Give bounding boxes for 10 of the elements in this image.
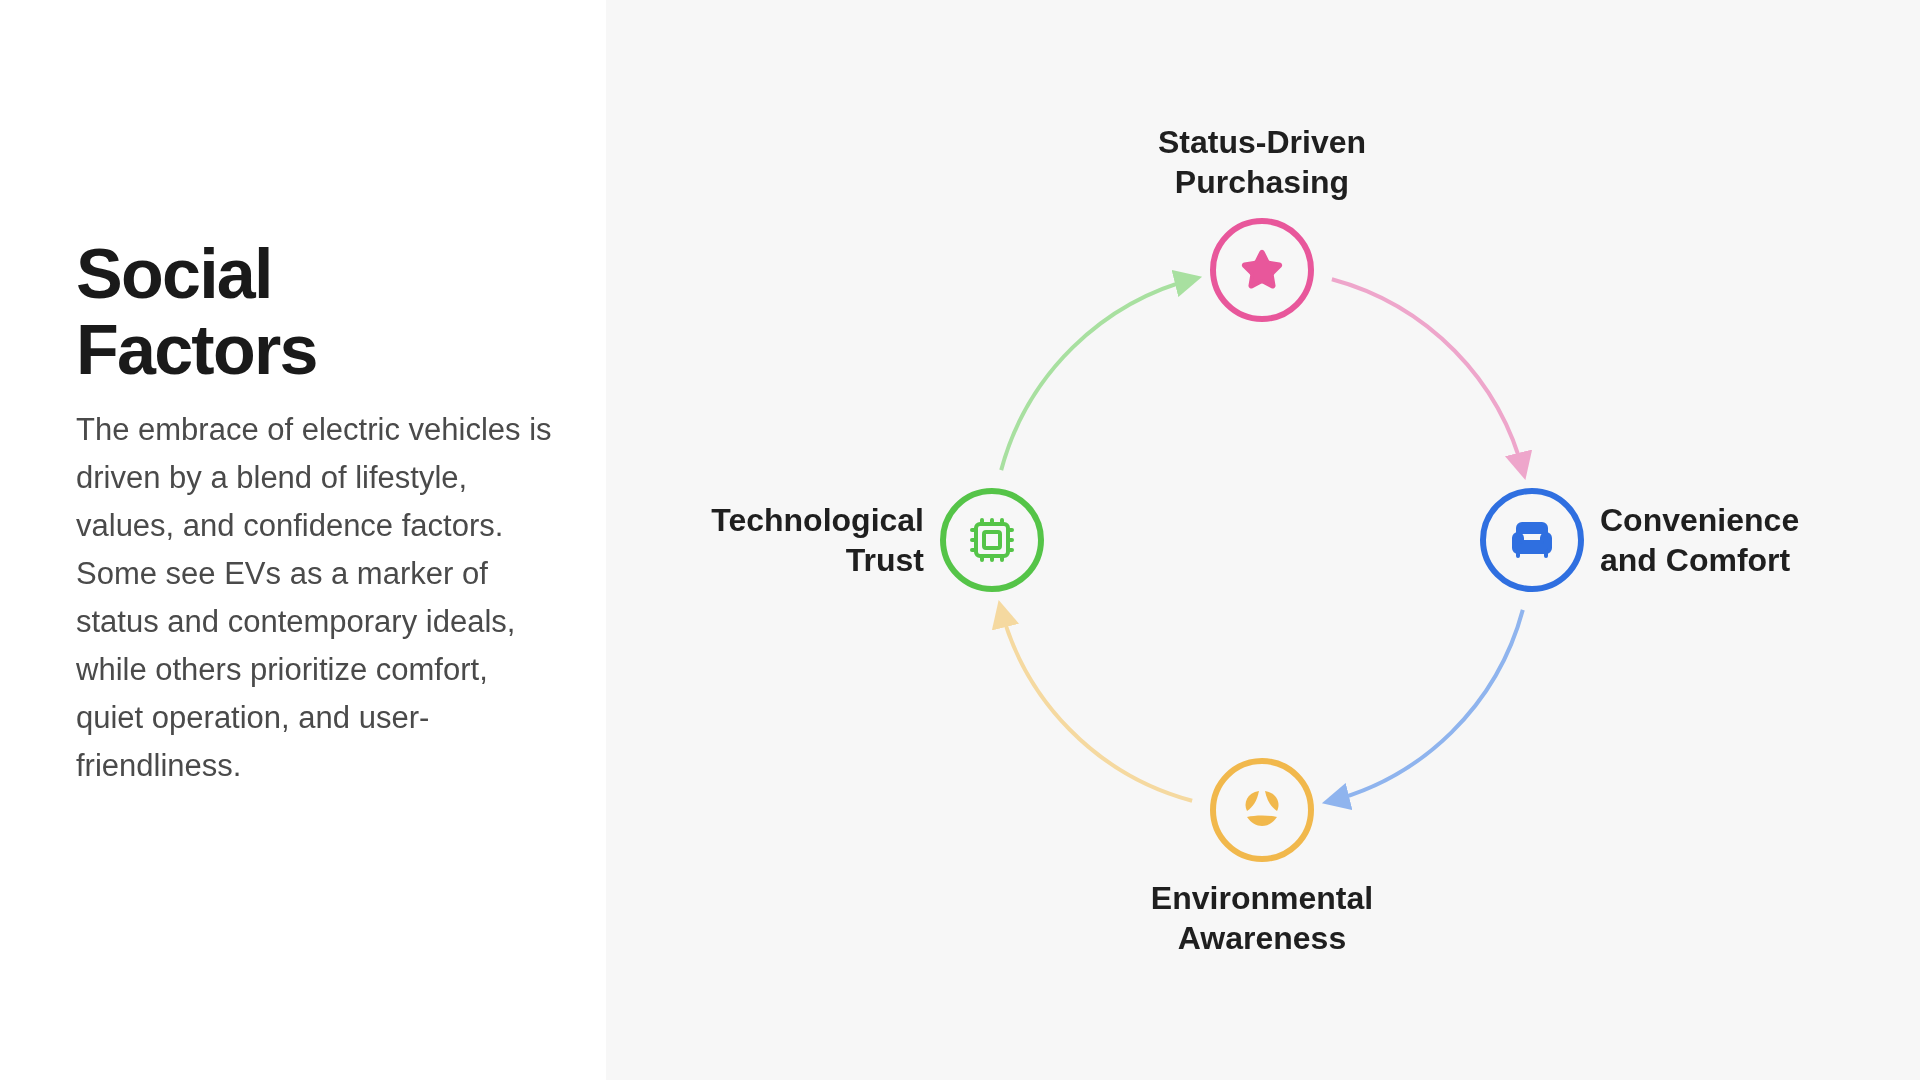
arrow [999,271,1203,471]
arrow [1321,609,1525,809]
title: Social Factors [76,236,318,388]
node-label: Environmental Awareness [1149,879,1375,958]
arrow [993,599,1193,803]
description-paragraph: The embrace of electric vehicles is driven by a blend of lifestyle, values, and confidence factors. Some see EVs as a marker of status and contemporary ideals, while others prioritize comfort, quiet operation, and user-friendliness. [76,411,553,785]
node-label: Convenience and Comfort [1600,501,1801,580]
node-label: Status-Driven Purchasing [1156,123,1367,202]
node-label: Technological Trust [710,501,924,580]
arrow [1331,277,1531,481]
